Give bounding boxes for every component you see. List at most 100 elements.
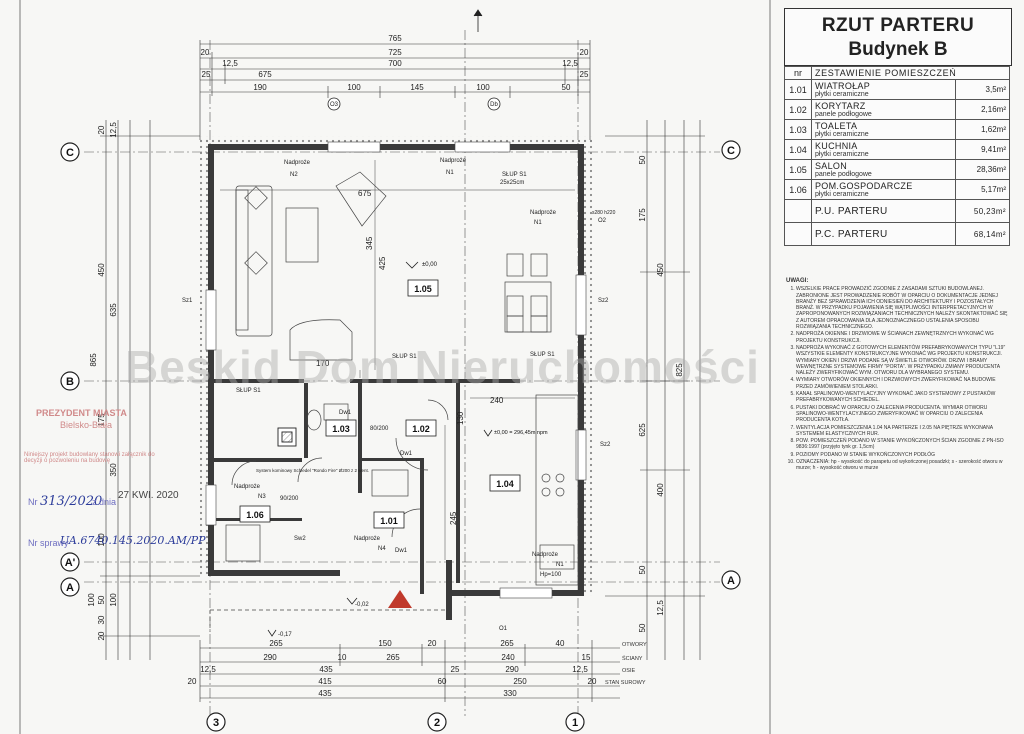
room-nr: 1.01 xyxy=(784,79,812,100)
table-row: 1.06 POM.GOSPODARCZE płytki ceramiczne 5… xyxy=(784,179,1010,200)
label-dw1-101: Dw1 xyxy=(395,548,408,554)
axis-label-2: 2 xyxy=(434,717,440,729)
label-sz2-right-top: Sz2 xyxy=(598,298,609,304)
room-level-104: ±0,00 = 296,45m npm xyxy=(494,430,548,436)
axis-label-a-left: A xyxy=(66,582,74,594)
room-name: WIATROŁAP xyxy=(815,81,871,91)
dim-765: 765 xyxy=(388,34,402,43)
label-nadproze-right: Nadproże xyxy=(530,210,557,216)
stamp-authority: PREZYDENT MIASTA xyxy=(36,408,127,418)
dim-top-20a: 20 xyxy=(201,48,210,57)
dim-left-100a: 100 xyxy=(97,533,106,547)
label-sz1-left: Sz1 xyxy=(182,298,193,304)
dim-right-50c: 50 xyxy=(638,623,647,632)
dim-top-20b: 20 xyxy=(580,48,589,57)
dim-bottom-415: 415 xyxy=(318,677,332,686)
axis-bubble-a-right xyxy=(721,570,741,590)
table-row: 1.01 WIATROŁAP płytki ceramiczne 3,5m² xyxy=(784,79,1010,100)
room-name: TOALETA xyxy=(815,121,858,131)
window-mark-o3: O3 xyxy=(330,102,339,108)
axis-bubble-b-left xyxy=(60,371,80,391)
dim-interior-130: 130 xyxy=(456,411,465,425)
dim-bottom-435a: 435 xyxy=(319,665,333,674)
axis-label-c-left: C xyxy=(66,147,74,159)
room-area: 5,17m² xyxy=(955,179,1010,200)
room-label-106: 1.06 xyxy=(246,510,264,520)
room-name: SALON xyxy=(815,161,848,171)
dim-bottom-265b: 265 xyxy=(386,653,400,662)
drawing-title: RZUT PARTERU xyxy=(821,15,975,36)
axis-bubble-2 xyxy=(427,712,447,732)
axis-bubble-c-right xyxy=(721,140,741,160)
label-dw1-103: Dw1 xyxy=(339,410,352,416)
dim-left-450: 450 xyxy=(97,263,106,277)
label-slup-right: SŁUP S1 xyxy=(530,352,555,358)
room-level-105: ±0,00 xyxy=(422,262,438,268)
note-item: WSZELKIE PRACE PROWADZIĆ ZGODNIE Z ZASAD… xyxy=(796,286,1008,330)
dim-interior-675: 675 xyxy=(358,189,372,198)
dim-right-12-5: 12,5 xyxy=(656,600,665,616)
note-item: POZIOMY PODANO W STANIE WYKOŃCZONYCH POD… xyxy=(796,452,1008,458)
dim-bottom-10: 10 xyxy=(338,653,347,662)
label-n2: N2 xyxy=(290,172,298,178)
note-item: PUSTAKI DOBRAĆ W OPARCIU O ZALECENIA PRO… xyxy=(796,405,1008,424)
label-n1-kitchen: N1 xyxy=(556,562,564,568)
dim-top-12-5b: 12,5 xyxy=(562,59,578,68)
label-dw1-102: Dw1 xyxy=(400,451,413,457)
room-schedule-table: nr ZESTAWIENIE POMIESZCZEŃ 1.01 WIATROŁA… xyxy=(784,66,1010,246)
axis-label-c-right: C xyxy=(727,145,735,157)
col-name: ZESTAWIENIE POMIESZCZEŃ xyxy=(811,66,1010,80)
stamp-sprawa-label: Nr sprawy xyxy=(28,538,69,548)
axis-bubble-c-left xyxy=(60,142,80,162)
label-hp: Hp=100 xyxy=(540,572,562,578)
room-label-102: 1.02 xyxy=(412,424,430,434)
dim-bottom-12-5a: 12,5 xyxy=(200,665,216,674)
dim-675: 675 xyxy=(258,70,272,79)
label-n1-top: N1 xyxy=(446,170,454,176)
room-nr: 1.03 xyxy=(784,119,812,140)
dim-left-12-5: 12,5 xyxy=(109,122,118,138)
axis-label-b-left: B xyxy=(66,376,74,388)
label-nadproze-n4: Nadproże xyxy=(354,536,381,542)
dim-100b: 100 xyxy=(476,83,490,92)
dim-right-400: 400 xyxy=(656,483,665,497)
dim-100a: 100 xyxy=(347,83,361,92)
stamp-note: Niniejszy projekt budowlany stanowi załą… xyxy=(24,452,155,464)
dim-left-30: 30 xyxy=(97,615,106,624)
usable-area-value: 50,23m² xyxy=(955,199,1010,223)
general-notes: UWAGI: WSZELKIE PRACE PROWADZIĆ ZGODNIE … xyxy=(786,278,1008,473)
axis-label-1: 1 xyxy=(572,717,578,729)
dim-bottom-40: 40 xyxy=(556,639,565,648)
dim-bottom-210: 265 xyxy=(500,639,514,648)
label-o2: O2 xyxy=(598,218,607,224)
room-name: KUCHNIA xyxy=(815,141,858,151)
dim-bottom-265a: 265 xyxy=(269,639,283,648)
title-block: RZUT PARTERU Budynek B xyxy=(784,8,1012,66)
dim-right-50: 50 xyxy=(638,155,647,164)
dim-right-175: 175 xyxy=(638,208,647,222)
dim-bottom-15: 15 xyxy=(582,653,591,662)
label-n4: N4 xyxy=(378,546,386,552)
total-area-row: P.C. PARTERU 68,14m² xyxy=(784,222,1010,246)
dim-bottom-12-5b: 12,5 xyxy=(572,665,588,674)
label-nadproze-kitchen: Nadproże xyxy=(532,552,559,558)
dim-bottom-290b: 290 xyxy=(505,665,519,674)
dim-bottom-60: 60 xyxy=(438,677,447,686)
room-floor: panele podłogowe xyxy=(815,171,872,178)
total-area-value: 68,14m² xyxy=(955,222,1010,246)
axis-bubble-a-left xyxy=(60,577,80,597)
legend-stan-surowy: STAN SUROWY xyxy=(605,680,646,686)
room-area: 2,16m² xyxy=(955,99,1010,120)
note-item: WENTYLACJA POMIESZCZENIA 1.04 NA PARTERZ… xyxy=(796,425,1008,438)
note-item: NADPROŻA OKIENNE I DRZWIOWE W ŚCIANACH Z… xyxy=(796,331,1008,344)
label-o1: O1 xyxy=(499,626,508,632)
dim-right-625: 625 xyxy=(638,423,647,437)
room-label-101: 1.01 xyxy=(380,516,398,526)
legend-osie: OSIE xyxy=(622,668,635,674)
room-area: 28,36m² xyxy=(955,159,1010,180)
dim-top-25b: 25 xyxy=(580,70,589,79)
room-table-header: nr ZESTAWIENIE POMIESZCZEŃ xyxy=(784,66,1010,80)
axis-bubble-a1-left xyxy=(60,552,80,572)
stamp-date: 27 KWI. 2020 xyxy=(118,490,179,501)
axis-label-3: 3 xyxy=(213,717,219,729)
